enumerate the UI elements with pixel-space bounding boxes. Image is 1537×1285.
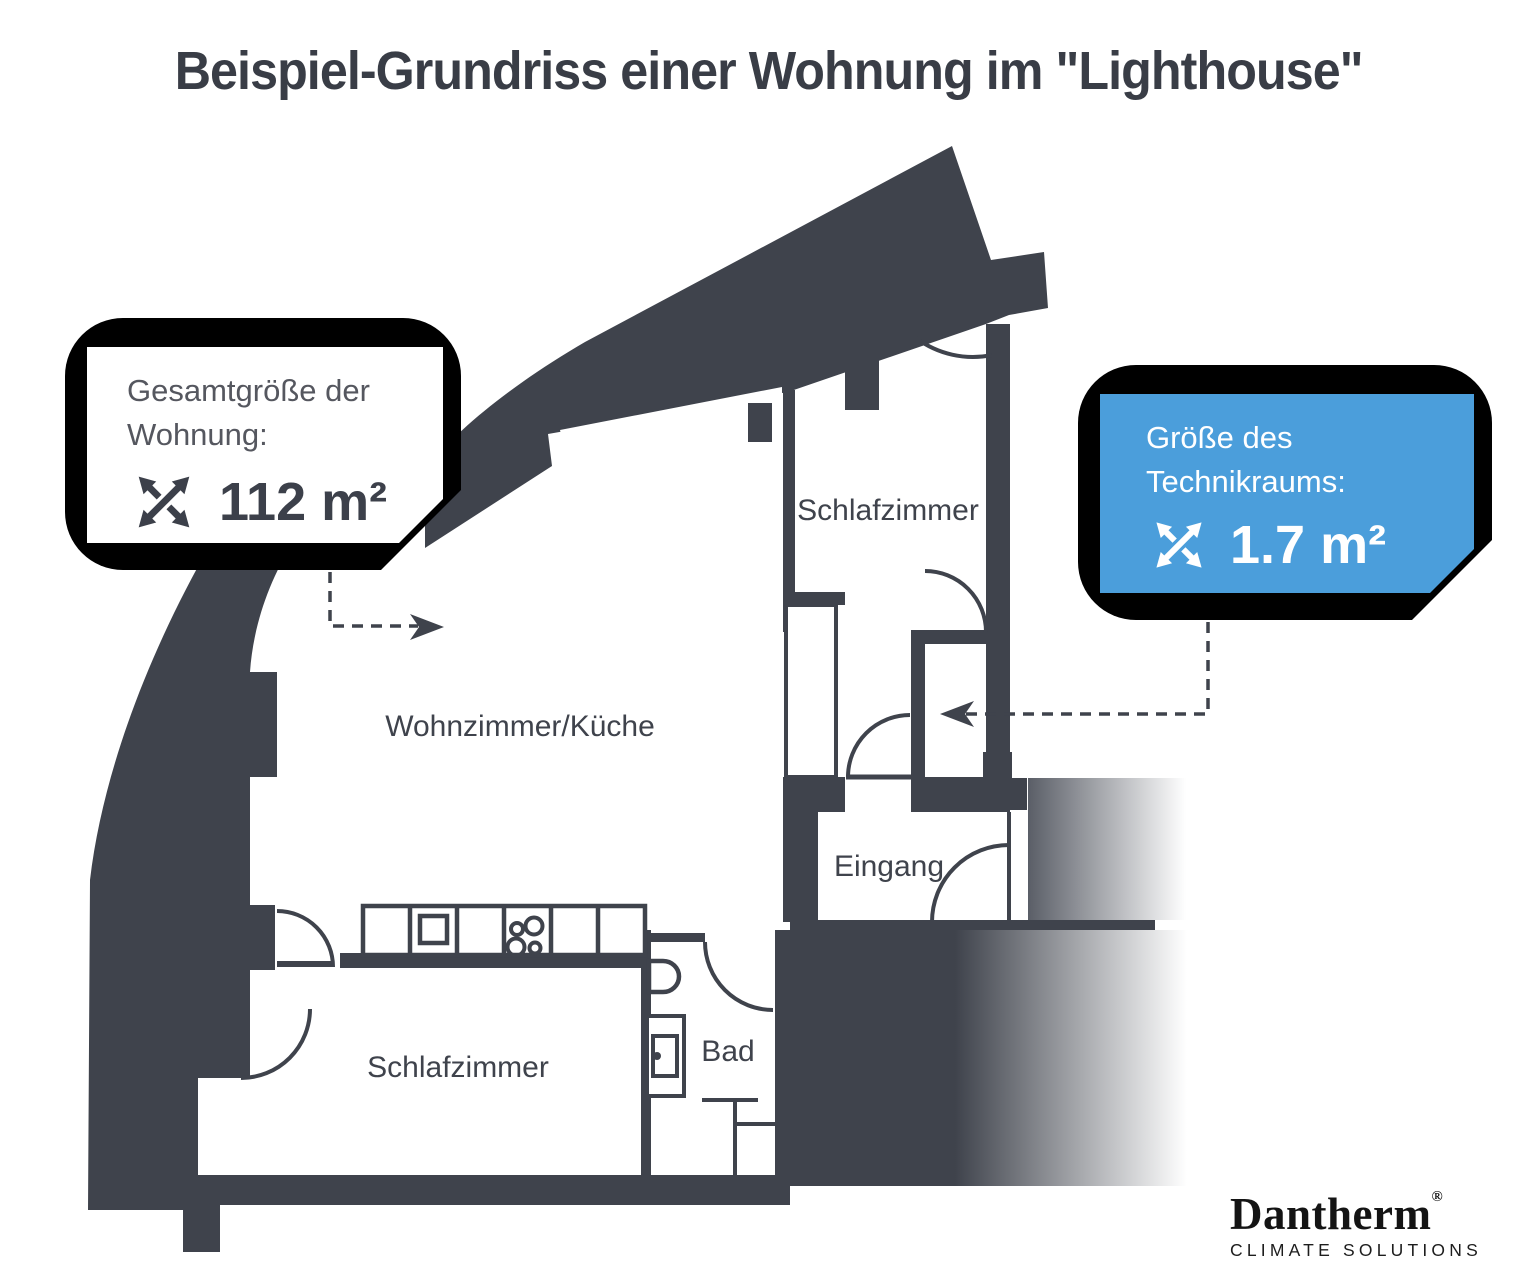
wall-segment — [240, 905, 275, 970]
bottom-wall — [198, 1175, 790, 1205]
arrowhead-right-icon — [410, 614, 444, 640]
techroom-size-label-line2: Technikraums: — [1146, 464, 1346, 499]
page-title-text: Beispiel-Grundriss einer Wohnung im "Lig… — [174, 41, 1364, 101]
bath-top-wall — [651, 933, 705, 942]
page-title: Beispiel-Grundriss einer Wohnung im "Lig… — [0, 40, 1537, 102]
techroom-left-wall — [911, 630, 925, 777]
wall-notch — [845, 360, 879, 410]
apartment-size-callout-body: Gesamtgröße der Wohnung: — [87, 347, 443, 543]
room-label-wohnzimmer-kueche: Wohnzimmer/Küche — [385, 710, 655, 743]
room-label-schlafzimmer-bottom: Schlafzimmer — [367, 1051, 549, 1084]
room-label-schlafzimmer-top: Schlafzimmer — [797, 494, 979, 527]
techroom-size-label-line1: Größe des — [1146, 420, 1293, 455]
apartment-size-label-line1: Gesamtgröße der — [127, 373, 370, 408]
techroom-size-value: 1.7 m² — [1230, 515, 1387, 575]
wall-mass — [775, 930, 957, 1186]
entry-left-wall — [783, 812, 818, 922]
techroom-size-callout-body: Größe des Technikraums: — [1100, 394, 1474, 593]
dantherm-logo-subtitle: CLIMATE SOLUTIONS — [1230, 1240, 1482, 1260]
door-arc — [930, 843, 1010, 923]
kitchen-counter — [360, 903, 648, 958]
door-arc — [240, 1008, 312, 1080]
bedroom-bottom-wall — [911, 630, 986, 644]
dashed-arrow-techroom — [964, 622, 1210, 716]
sink-drain — [653, 1052, 661, 1060]
dantherm-logo: Dantherm® CLIMATE SOLUTIONS — [1230, 1190, 1510, 1261]
bottom-wall-stub — [183, 1175, 220, 1252]
dantherm-logo-brand: Dantherm® — [1230, 1190, 1510, 1237]
apartment-size-label-line2: Wohnung: — [127, 417, 268, 452]
gradient-fade-wall — [955, 930, 1187, 1186]
door-arc — [924, 569, 988, 633]
closet — [784, 603, 838, 779]
gradient-fade-wall — [1028, 778, 1186, 920]
toilet — [646, 958, 682, 995]
wall-segment — [950, 778, 1027, 810]
door-arc — [703, 941, 774, 1012]
kitchen-sink — [417, 913, 450, 946]
wall-segment — [783, 592, 845, 605]
dantherm-logo-wordmark: Dantherm — [1230, 1189, 1432, 1239]
wall-notch — [748, 403, 772, 442]
room-label-eingang: Eingang — [833, 850, 945, 883]
dashed-arrow-apartment — [328, 572, 418, 628]
expand-arrows-icon — [127, 465, 201, 539]
expand-arrows-icon — [1146, 512, 1212, 578]
arrowhead-left-icon — [940, 701, 974, 727]
wall-segment — [983, 752, 1012, 778]
apartment-size-value: 112 m² — [219, 472, 388, 532]
room-label-bad: Bad — [701, 1035, 755, 1068]
exterior-wall-band — [425, 146, 1048, 548]
techroom-right-wall — [986, 324, 1010, 812]
techroom-size-callout: Größe des Technikraums: — [1078, 365, 1492, 620]
wall-segment — [783, 777, 845, 812]
apartment-size-callout: Gesamtgröße der Wohnung: — [65, 318, 461, 570]
stove-burners-icon — [505, 915, 545, 958]
corridor-wall — [783, 390, 795, 632]
curved-exterior-wall — [88, 543, 293, 1210]
registered-trademark-icon: ® — [1431, 1189, 1444, 1205]
door-arc — [914, 336, 993, 359]
door-arc — [276, 909, 335, 968]
door-arc — [846, 713, 911, 778]
shower — [702, 1098, 776, 1177]
window-slit — [560, 387, 782, 438]
